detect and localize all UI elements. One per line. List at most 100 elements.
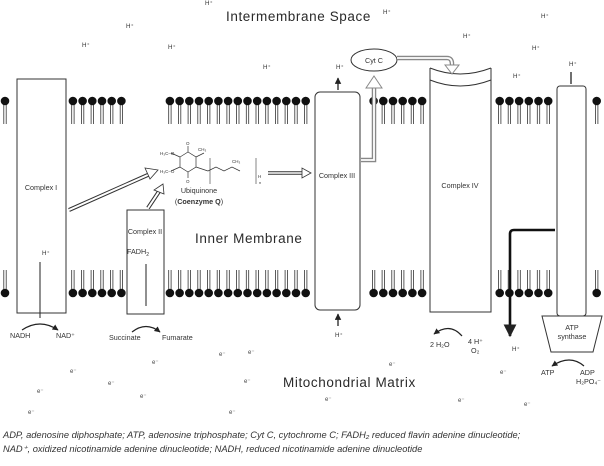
complex-3[interactable] <box>314 91 361 311</box>
electron-symbol: e⁻ <box>229 410 236 416</box>
nadh-label: NADH <box>10 331 30 340</box>
lipid-head <box>117 288 126 298</box>
proton-symbol: H⁺ <box>205 0 213 7</box>
lipid-head <box>252 96 262 106</box>
lipid-head <box>543 96 553 106</box>
lipid-head <box>282 288 291 298</box>
lipid-head <box>514 96 524 106</box>
lipid-head <box>543 288 553 298</box>
water-label: 2 H₂O <box>430 340 450 349</box>
lipid-head <box>272 288 281 298</box>
lipid-head <box>117 96 126 106</box>
proton-symbol: H⁺ <box>263 64 271 71</box>
lipid-head <box>194 96 204 106</box>
lipid-head <box>78 288 87 298</box>
svg-text:n: n <box>259 180 261 185</box>
lipid-head <box>534 288 543 298</box>
lipid-head <box>78 96 87 106</box>
complex-2[interactable] <box>126 209 165 315</box>
lipid-head <box>388 288 398 298</box>
lipid-head <box>282 96 291 106</box>
caption-line-1: ADP, adenosine diphosphate; ATP, adenosi… <box>3 430 521 440</box>
electron-symbol: e⁻ <box>70 369 77 375</box>
lipid-head <box>388 96 398 106</box>
ubiquinone-label: Ubiquinone <box>181 186 217 195</box>
lipid-head <box>214 96 223 106</box>
lipid-head <box>272 96 281 106</box>
lipid-head <box>204 96 213 106</box>
lipid-head <box>379 288 388 298</box>
fumarate-label: Fumarate <box>162 333 193 342</box>
lipid-head <box>514 288 524 298</box>
electron-symbol: e⁻ <box>248 350 255 356</box>
lipid-head <box>107 288 116 298</box>
atp-synthase-stalk[interactable] <box>556 85 587 317</box>
lipid-head <box>243 288 252 298</box>
lipid-head <box>175 96 184 106</box>
electron-symbol: e⁻ <box>458 398 465 404</box>
lipid-head <box>88 96 97 106</box>
svg-text:H₃C–O: H₃C–O <box>160 169 175 174</box>
lipid-head <box>185 288 194 298</box>
particle-symbols: H⁺H⁺H⁺H⁺H⁺H⁺H⁺H⁺H⁺H⁺H⁺H⁺H⁺H⁺H⁺e⁻e⁻e⁻e⁻e⁻… <box>28 0 577 416</box>
adp-label: ADP <box>580 368 595 377</box>
proton-symbol: H⁺ <box>569 61 577 68</box>
proton-symbol: H⁺ <box>463 33 471 40</box>
inner-membrane-label: Inner Membrane <box>195 231 302 246</box>
proton-symbol: H⁺ <box>532 45 540 52</box>
proton-symbol: H⁺ <box>541 13 549 20</box>
lipid-head <box>524 96 534 106</box>
lipid-head <box>495 288 505 298</box>
coenzyme-q-label: (Coenzyme Q) <box>175 197 223 206</box>
succinate-label: Succinate <box>109 333 141 342</box>
lipid-head <box>291 96 301 106</box>
lipid-head <box>534 96 543 106</box>
complex-4[interactable] <box>429 79 492 313</box>
complex-3-label: Complex III <box>319 171 355 180</box>
complex-4-top <box>429 67 492 75</box>
lipid-head <box>417 96 427 106</box>
lipid-head <box>592 96 601 106</box>
svg-text:CH₃: CH₃ <box>232 159 240 164</box>
lipid-head <box>262 96 272 106</box>
lipid-head <box>301 96 311 106</box>
atp-label: ATP <box>541 368 555 377</box>
fadh2-label: FADH2 <box>127 247 149 258</box>
atp-reaction-arrow <box>551 359 585 367</box>
proton-symbol: H⁺ <box>335 332 343 339</box>
lipid-head <box>243 96 252 106</box>
lipid-head <box>204 288 213 298</box>
electron-symbol: e⁻ <box>500 370 507 376</box>
svg-text:O: O <box>186 179 190 184</box>
lipid-head <box>97 288 107 298</box>
electron-symbol: e⁻ <box>219 352 226 358</box>
lipid-head <box>592 288 601 298</box>
lipid-head <box>379 96 388 106</box>
electron-symbol: e⁻ <box>140 394 147 400</box>
lipid-head <box>301 288 311 298</box>
figure-caption: ADP, adenosine diphosphate; ATP, adenosi… <box>3 428 603 456</box>
protons-4-label: 4 H⁺ <box>468 337 483 346</box>
intermembrane-space-label: Intermembrane Space <box>226 9 371 24</box>
electron-symbol: e⁻ <box>389 362 396 368</box>
proton-symbol: H⁺ <box>512 346 520 353</box>
caption-line-2: NAD⁺, oxidized nicotinamide adenine dinu… <box>3 444 423 454</box>
oxygen-label: O₂ <box>471 346 480 355</box>
lipid-head <box>0 96 10 106</box>
arrow-i-to-q <box>68 167 159 212</box>
complex-2-label: Complex II <box>128 227 162 236</box>
etc-diagram: Complex I Complex II FADH2 Complex III C… <box>0 0 603 416</box>
svg-text:CH₃: CH₃ <box>198 147 206 152</box>
proton-flow-atp <box>503 228 555 338</box>
phosphate-label: H₂PO₄⁻ <box>576 377 601 386</box>
arrow-ii-to-q <box>146 183 165 210</box>
electron-symbol: e⁻ <box>28 410 35 416</box>
proton-symbol: H⁺ <box>168 44 176 51</box>
complex-1[interactable] <box>16 78 67 314</box>
svg-text:H: H <box>258 174 261 179</box>
lipid-head <box>505 96 514 106</box>
cytochrome-c-label: Cyt C <box>365 56 383 65</box>
lipid-head <box>369 288 378 298</box>
lipid-head <box>107 96 116 106</box>
atp-synthase-head[interactable] <box>541 315 603 353</box>
